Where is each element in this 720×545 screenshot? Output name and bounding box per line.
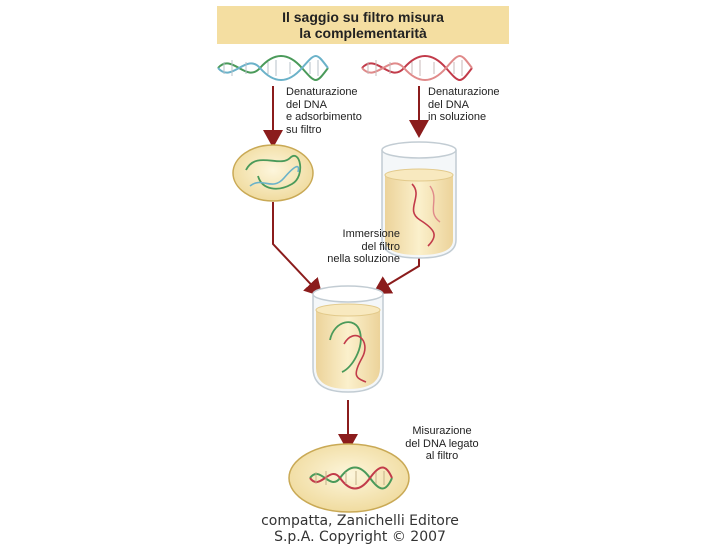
footer-line-1: compatta, Zanichelli Editore: [261, 513, 459, 529]
title-line-2: la complementarità: [299, 25, 427, 41]
label-denat-right: Denaturazione del DNA in soluzione: [428, 86, 500, 123]
beaker-solution: [381, 141, 457, 259]
dna-helix-green: [217, 55, 329, 81]
diagram-title: Il saggio su filtro misura la complement…: [217, 6, 509, 44]
arrow-solution-to-beaker: [372, 258, 420, 295]
label-immersion: Immersione del filtro nella soluzione: [327, 228, 400, 265]
dna-helix-red: [361, 55, 473, 81]
label-measure: Misurazione del DNA legato al filtro: [405, 425, 479, 462]
footer-line-2: S.p.A. Copyright © 2007: [274, 529, 446, 545]
beaker-immersion: [312, 285, 384, 393]
arrow-filter-to-beaker: [272, 202, 323, 297]
label-denat-left: Denaturazione del DNA e adsorbimento su …: [286, 86, 362, 136]
title-line-1: Il saggio su filtro misura: [282, 9, 444, 25]
hybridized-disc: [288, 443, 410, 513]
filter-disc: [232, 144, 314, 202]
